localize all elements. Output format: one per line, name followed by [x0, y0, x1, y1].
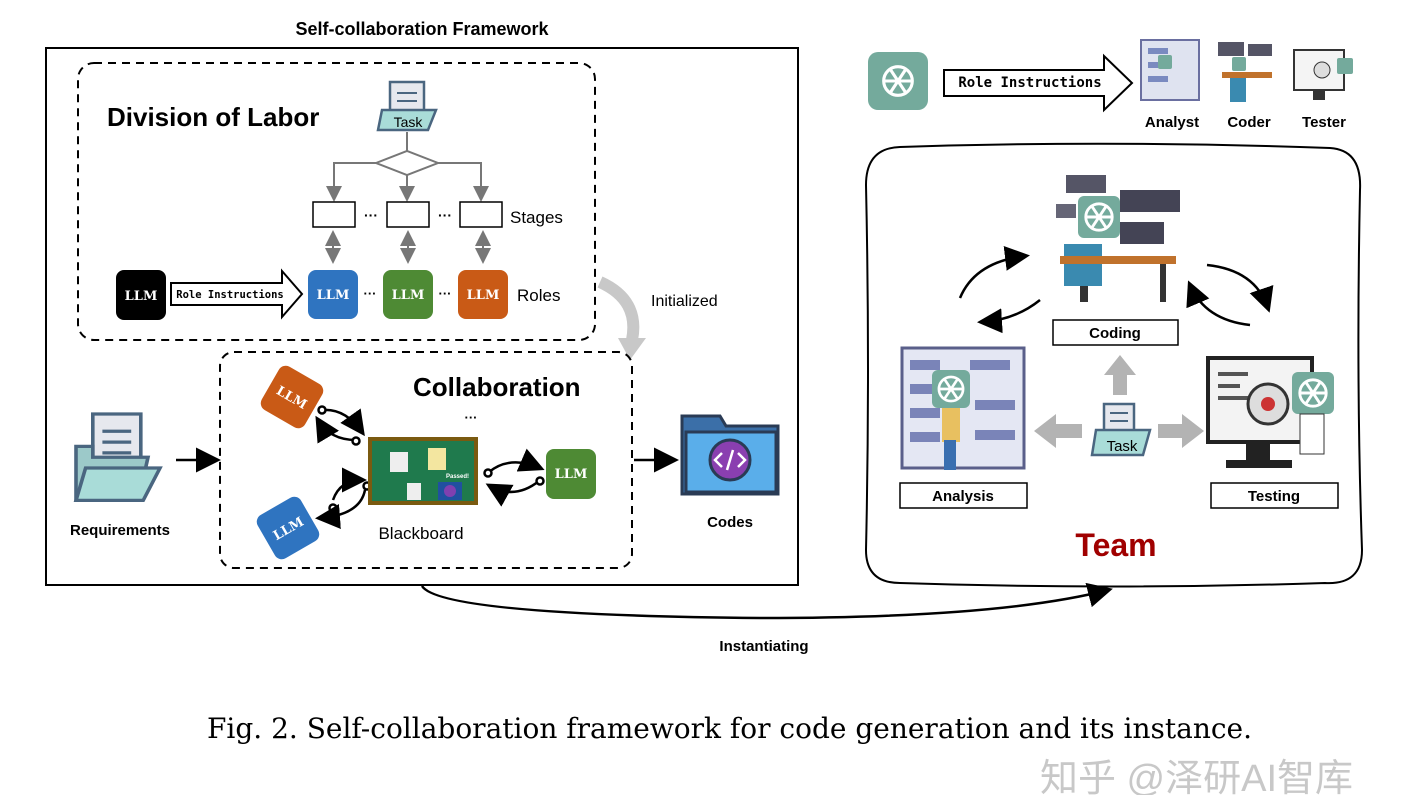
testing-image [1206, 356, 1334, 468]
framework-title: Self-collaboration Framework [295, 19, 549, 39]
role-coder: Coder [1227, 114, 1271, 131]
role-tester: Tester [1302, 114, 1346, 131]
analysis-label-box [899, 482, 1028, 509]
ellipsis: ··· [364, 207, 378, 223]
decision-diamond [373, 149, 441, 177]
ellipsis: ··· [465, 410, 478, 425]
team-label: Team [1075, 527, 1156, 563]
llm-label: LLM [467, 288, 500, 303]
requirements-label: Requirements [70, 522, 170, 539]
blackboard: Passed! [368, 437, 478, 505]
stage-role-links [325, 230, 491, 264]
watermark: 知乎 @泽研AI智库 [1040, 758, 1353, 795]
task-distribution-arrows [1034, 355, 1204, 448]
llm-blue-collab: LLM [256, 496, 320, 560]
passed-label: Passed! [446, 474, 469, 480]
task-icon: Task [376, 80, 438, 132]
llm-green [383, 270, 433, 319]
task-icon-instance: Task [1090, 402, 1152, 457]
codes-folder-icon [680, 414, 780, 496]
codes-label: Codes [707, 514, 753, 531]
initialized-label: Initialized [651, 293, 718, 310]
analyst-icon [1140, 39, 1200, 101]
task-label: Task [1107, 438, 1138, 455]
initialized-arrow [597, 276, 640, 342]
team-box [864, 142, 1364, 588]
ellipsis: ··· [439, 286, 452, 301]
coder-icon [1218, 42, 1272, 102]
tester-icon [1293, 49, 1353, 100]
stage-box [459, 201, 503, 228]
role-analyst: Analyst [1145, 114, 1199, 131]
collaboration-title: Collaboration [413, 372, 581, 402]
testing-label: Testing [1248, 488, 1300, 505]
cycle-arrows [958, 245, 1274, 334]
division-of-labor-box [77, 62, 596, 341]
ellipsis: ··· [364, 286, 377, 301]
llm-orange-collab: LLM [260, 365, 324, 429]
llm-label: LLM [125, 289, 158, 304]
role-instructions-arrow-instance [943, 53, 1134, 113]
llm-orange [458, 270, 508, 319]
coding-image [1056, 175, 1180, 302]
analysis-image [900, 346, 1026, 470]
instantiating-label: Instantiating [719, 638, 808, 655]
framework-box [45, 47, 799, 586]
analysis-label: Analysis [932, 488, 994, 505]
instantiating-arrow [420, 582, 1113, 620]
division-title: Division of Labor [107, 102, 319, 132]
coding-label: Coding [1089, 325, 1141, 342]
llm-green-collab [546, 449, 596, 499]
llm-label: LLM [392, 288, 425, 303]
role-instructions-label: Role Instructions [958, 75, 1101, 91]
stages-label: Stages [510, 208, 563, 227]
role-instructions-arrow [170, 268, 304, 320]
task-label: Task [394, 114, 424, 130]
ellipsis: ··· [438, 207, 452, 223]
llm-label: LLM [555, 467, 588, 482]
role-instructions-label: Role Instructions [176, 289, 283, 301]
blackboard-label: Blackboard [378, 524, 463, 543]
llm-label: LLM [317, 288, 350, 303]
roles-label: Roles [517, 286, 560, 305]
coding-label-box [1052, 319, 1179, 346]
stage-box [386, 201, 430, 228]
llm-black [116, 270, 166, 320]
stage-box [312, 201, 356, 228]
llm-blue [308, 270, 358, 319]
figure-caption: Fig. 2. Self-collaboration framework for… [207, 712, 1252, 745]
testing-label-box [1210, 482, 1339, 509]
requirements-folder-icon [74, 412, 162, 503]
